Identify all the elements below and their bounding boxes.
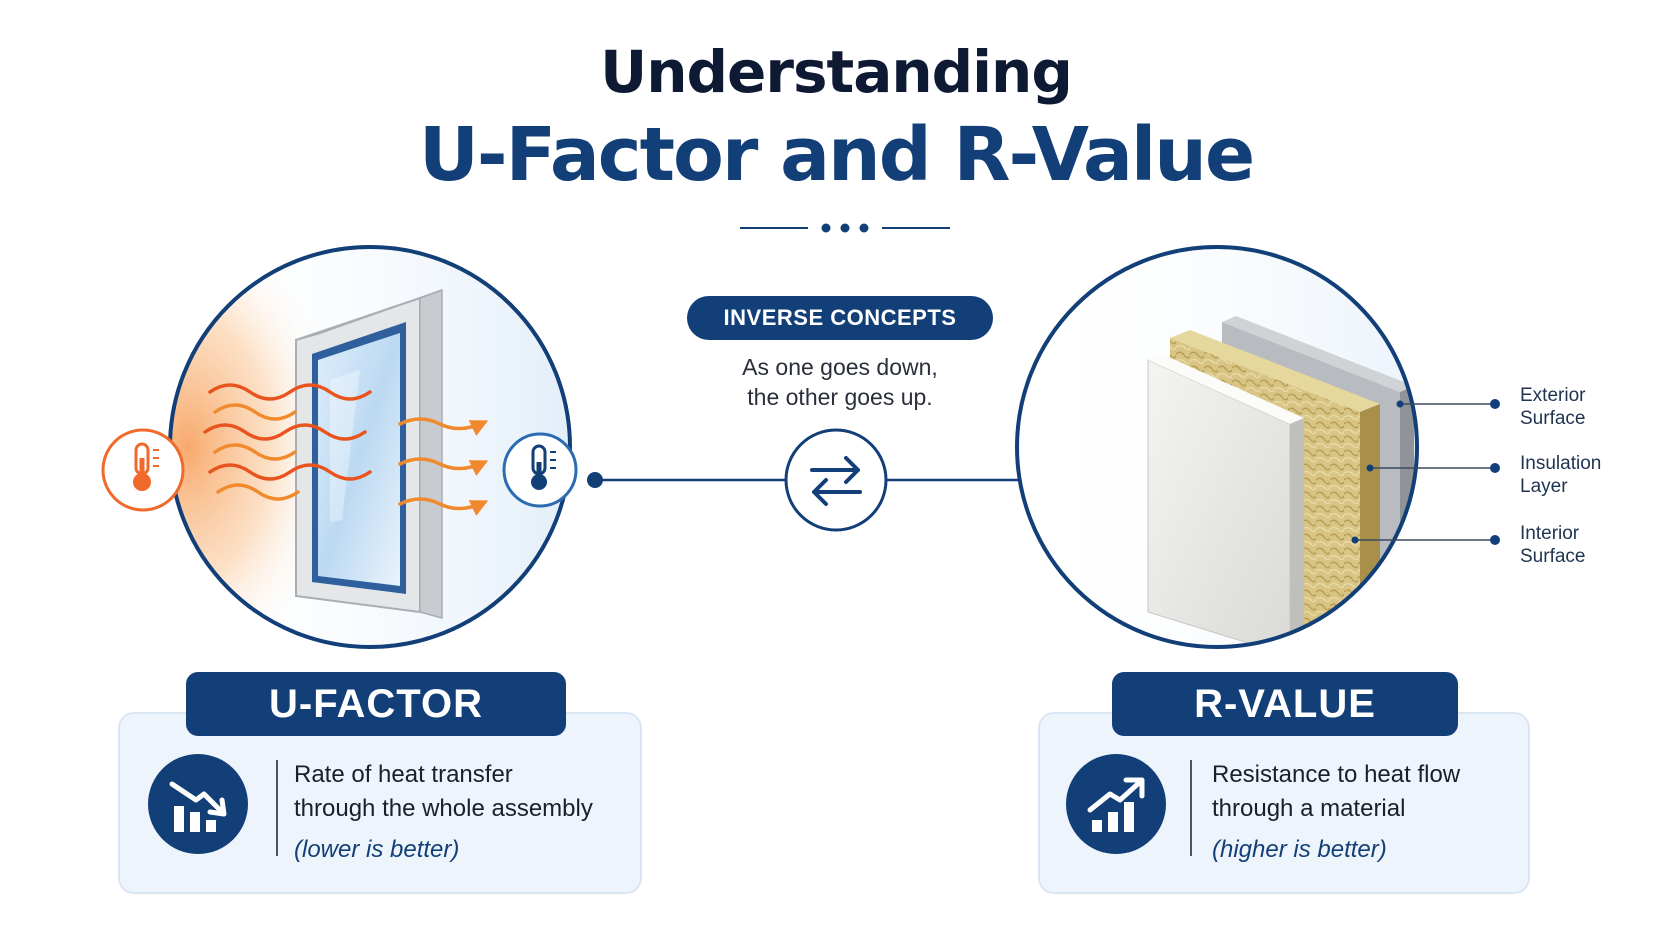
- inverse-concepts-pill: INVERSE CONCEPTS: [687, 296, 993, 340]
- layer-label-interior-line1: Interior: [1520, 523, 1580, 544]
- cold-thermometer-icon: [502, 432, 578, 508]
- hot-thermometer-icon: [101, 428, 185, 512]
- layer-label-exterior-line1: Exterior: [1520, 385, 1586, 406]
- layer-label-insulation-line2: Layer: [1520, 476, 1568, 497]
- u-factor-description: Rate of heat transfer through the whole …: [294, 758, 634, 826]
- r-value-separator: [1190, 760, 1192, 856]
- u-factor-description-line1: Rate of heat transfer: [294, 761, 513, 788]
- trend-down-bar-chart-icon: [148, 754, 248, 854]
- layer-label-interior: Interior Surface: [1520, 522, 1585, 568]
- window-heat-illustration: [168, 245, 572, 649]
- r-value-description-line1: Resistance to heat flow: [1212, 761, 1461, 788]
- layer-label-interior-line2: Surface: [1520, 546, 1586, 567]
- layer-label-exterior: Exterior Surface: [1520, 384, 1585, 430]
- u-factor-note: (lower is better): [294, 836, 460, 863]
- page-title-line1: Understanding: [600, 38, 1073, 106]
- u-factor-label: U-FACTOR: [186, 672, 566, 736]
- inverse-subtitle-line2: the other goes up.: [747, 384, 933, 410]
- r-value-description-line2: through a material: [1212, 795, 1406, 822]
- r-value-note: (higher is better): [1212, 836, 1387, 863]
- u-factor-description-line2: through the whole assembly: [294, 795, 593, 822]
- r-value-description: Resistance to heat flow through a materi…: [1212, 758, 1512, 826]
- inverse-subtitle-line1: As one goes down,: [742, 354, 938, 380]
- inverse-subtitle: As one goes down, the other goes up.: [640, 352, 1040, 412]
- r-value-label: R-VALUE: [1112, 672, 1458, 736]
- title-divider: [740, 223, 950, 233]
- insulation-wall-illustration: [1015, 245, 1500, 649]
- swap-arrows-icon: [784, 428, 888, 532]
- u-factor-separator: [276, 760, 278, 856]
- page-title-line2: U-Factor and R-Value: [418, 112, 1255, 198]
- trend-up-bar-chart-icon: [1066, 754, 1166, 854]
- layer-label-exterior-line2: Surface: [1520, 408, 1586, 429]
- layer-label-insulation-line1: Insulation: [1520, 453, 1602, 474]
- layer-label-insulation: Insulation Layer: [1520, 452, 1601, 498]
